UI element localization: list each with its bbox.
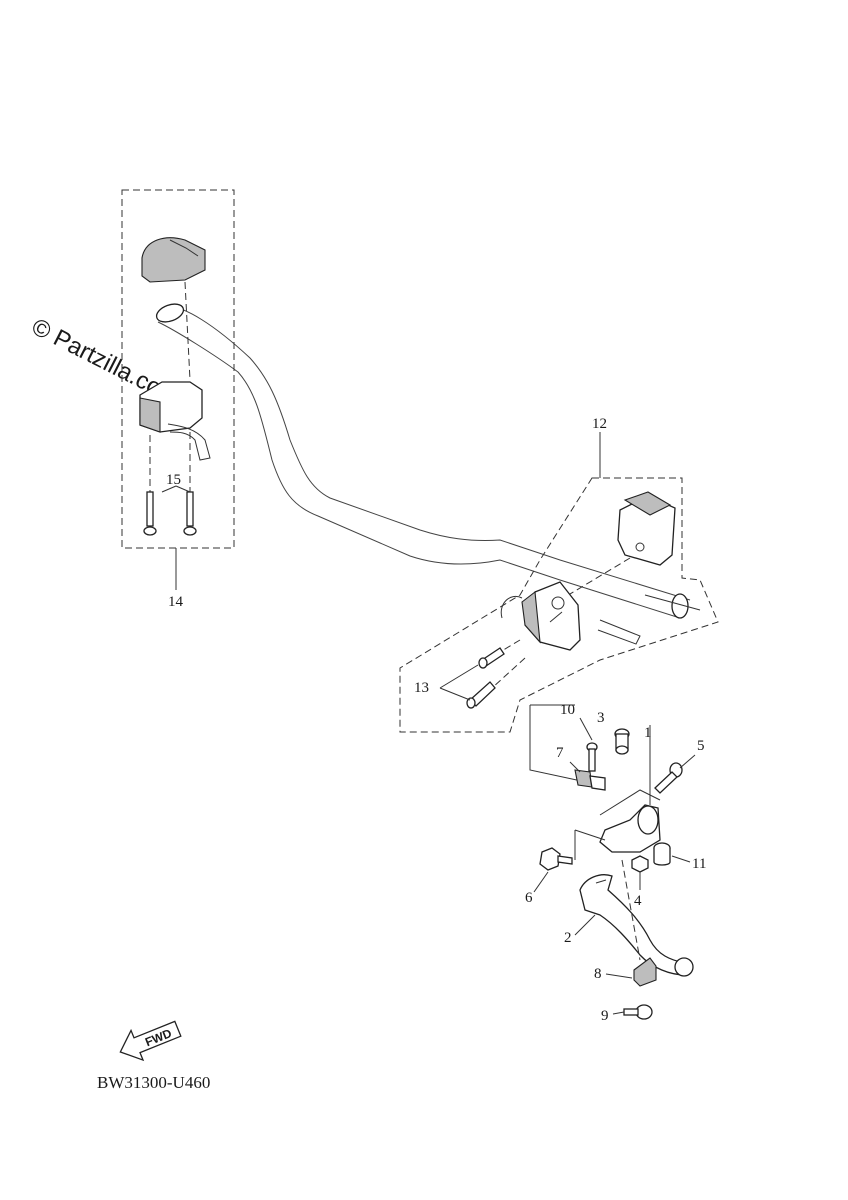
nut-4	[631, 855, 649, 890]
left-switch-upper-cap	[141, 237, 206, 381]
callout-12: 12	[592, 416, 607, 432]
callout-11: 11	[692, 856, 706, 872]
screw-13-lower	[466, 657, 526, 709]
screw-13-upper	[478, 639, 521, 669]
callout-5: 5	[697, 738, 705, 754]
collar-11	[653, 842, 671, 866]
handlebar	[155, 303, 701, 619]
bolt-10	[586, 742, 598, 772]
callout-14: 14	[168, 594, 184, 610]
callout-15: 15	[166, 472, 181, 488]
callout-8: 8	[594, 966, 602, 982]
screw-15-right	[183, 432, 197, 536]
part-8	[633, 957, 657, 987]
right-switch-lower-body	[500, 581, 641, 651]
callout-6: 6	[525, 890, 533, 906]
callout-4: 4	[634, 893, 642, 909]
callout-13: 13	[414, 680, 429, 696]
fwd-arrow-icon: FWD	[119, 1020, 182, 1062]
bolt-3	[614, 728, 630, 755]
diagram-code: BW31300-U460	[97, 1073, 210, 1092]
screw-15-left	[143, 435, 157, 536]
handlebar-end-left	[155, 303, 185, 323]
right-switch-upper-cap	[559, 491, 676, 601]
left-switch-lower-body	[139, 381, 211, 461]
callout-10: 10	[560, 702, 575, 718]
callout-3: 3	[597, 710, 605, 726]
callout-1: 1	[644, 725, 652, 741]
bolt-5	[654, 762, 683, 794]
callout-9: 9	[601, 1008, 609, 1024]
lever-holder-1	[574, 725, 661, 860]
callout-2: 2	[564, 930, 572, 946]
clip-7	[574, 769, 606, 791]
lever-2	[579, 859, 694, 977]
bolt-6	[539, 847, 573, 871]
left-switch-assembly-frame	[121, 189, 235, 549]
callout-7: 7	[556, 745, 564, 761]
right-switch-assembly-frame	[399, 477, 719, 733]
handlebar-end-right	[671, 593, 689, 619]
screw-9	[623, 1004, 653, 1020]
